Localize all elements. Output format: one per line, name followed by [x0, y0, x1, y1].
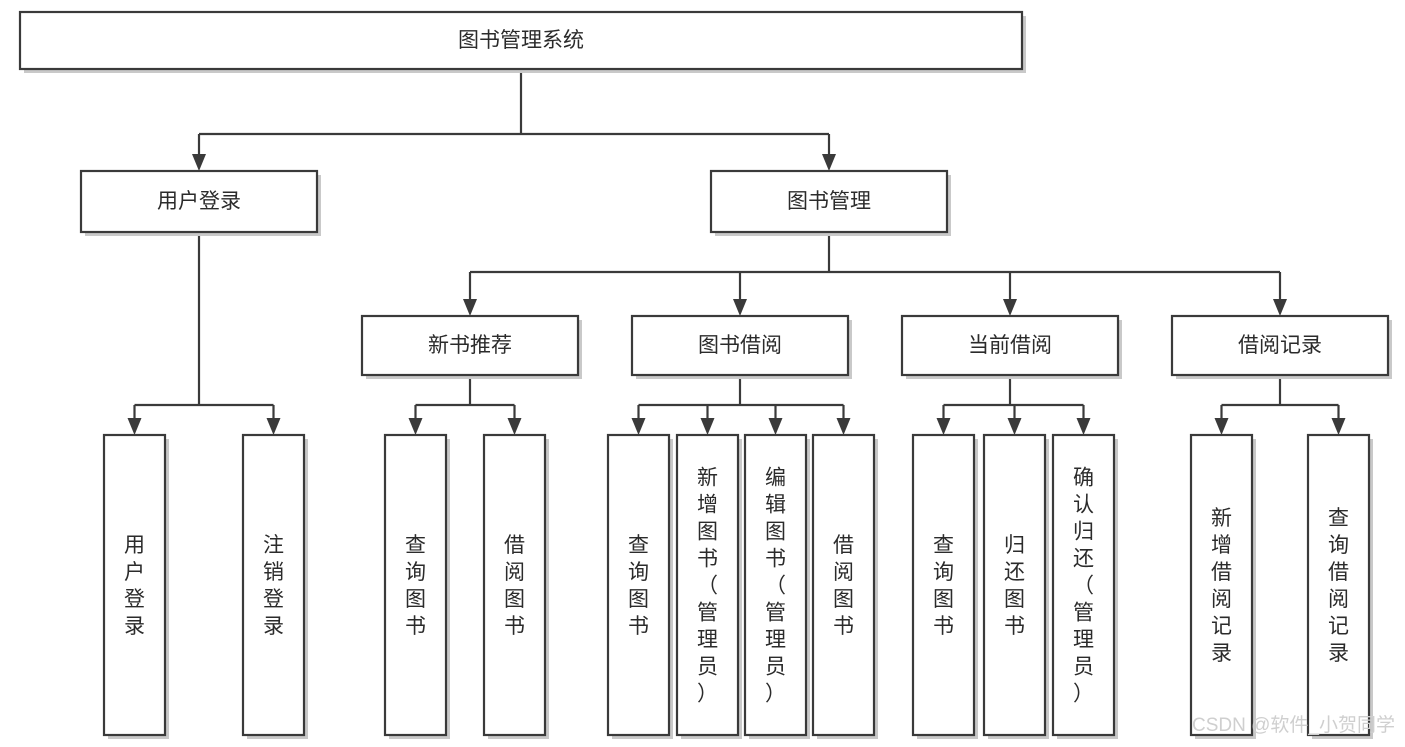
node-rect[interactable]: [606, 433, 671, 737]
node-leaf-add-book-admin[interactable]: 新增图书（管理员）: [675, 433, 742, 739]
arrow-head-icon: [266, 418, 281, 435]
arrow-head-icon: [836, 418, 851, 435]
arrow-head-icon: [822, 154, 836, 171]
arrow-head-icon: [1273, 299, 1287, 316]
node-book-borrow[interactable]: 图书借阅: [630, 314, 852, 379]
node-leaf-borrow-books-new[interactable]: 借阅图书: [482, 433, 549, 739]
node-book-management[interactable]: 图书管理: [709, 169, 951, 236]
node-label: 借阅图书: [504, 534, 525, 638]
node-leaf-query-books-new[interactable]: 查询图书: [383, 433, 450, 739]
node-rect[interactable]: [482, 433, 547, 737]
node-leaf-query-books-current[interactable]: 查询图书: [911, 433, 978, 739]
node-rect[interactable]: [241, 433, 306, 737]
node-leaf-confirm-return-admin[interactable]: 确认归还（管理员）: [1051, 433, 1118, 739]
node-rect[interactable]: [360, 314, 580, 377]
node-rect[interactable]: [911, 433, 976, 737]
node-leaf-add-borrow-record[interactable]: 新增借阅记录: [1189, 433, 1256, 739]
arrow-head-icon: [192, 154, 206, 171]
csdn-watermark: CSDN @软件_小贺同学: [1192, 714, 1395, 736]
arrow-head-icon: [1214, 418, 1229, 435]
node-label: 图书借阅: [698, 334, 782, 357]
node-borrow-record[interactable]: 借阅记录: [1170, 314, 1392, 379]
node-leaf-user-login[interactable]: 用户登录: [102, 433, 169, 739]
node-label: 图书管理系统: [458, 29, 584, 52]
node-root[interactable]: 图书管理系统: [18, 10, 1026, 73]
node-rect[interactable]: [79, 169, 319, 234]
node-rect[interactable]: [675, 433, 740, 737]
node-rect[interactable]: [102, 433, 167, 737]
node-leaf-edit-book-admin[interactable]: 编辑图书（管理员）: [743, 433, 810, 739]
arrow-head-icon: [1331, 418, 1346, 435]
node-leaf-return-books[interactable]: 归还图书: [982, 433, 1049, 739]
arrow-head-icon: [631, 418, 646, 435]
node-label: 用户登录: [124, 534, 145, 638]
arrow-head-icon: [768, 418, 783, 435]
node-rect[interactable]: [1051, 433, 1116, 737]
node-label: 编辑图书（管理员）: [765, 467, 786, 706]
node-user-login[interactable]: 用户登录: [79, 169, 321, 236]
node-label: 借阅记录: [1238, 334, 1322, 357]
node-label: 注销登录: [263, 534, 284, 638]
connector-layer: [127, 69, 1346, 435]
node-rect[interactable]: [1170, 314, 1390, 377]
node-label: 用户登录: [157, 190, 241, 213]
arrow-head-icon: [1003, 299, 1017, 316]
arrow-head-icon: [1076, 418, 1091, 435]
node-layer: 图书管理系统用户登录图书管理新书推荐图书借阅当前借阅借阅记录用户登录注销登录查询…: [18, 10, 1392, 739]
node-rect[interactable]: [1306, 433, 1371, 737]
arrow-head-icon: [733, 299, 747, 316]
node-rect[interactable]: [982, 433, 1047, 737]
node-label: 查询借阅记录: [1328, 507, 1349, 665]
node-rect[interactable]: [18, 10, 1024, 71]
node-label: 当前借阅: [968, 334, 1052, 357]
node-current-borrow[interactable]: 当前借阅: [900, 314, 1122, 379]
node-rect[interactable]: [709, 169, 949, 234]
node-label: 查询图书: [628, 534, 649, 638]
node-label: 新增图书（管理员）: [697, 467, 718, 706]
node-leaf-query-borrow-record[interactable]: 查询借阅记录: [1306, 433, 1373, 739]
arrow-head-icon: [408, 418, 423, 435]
arrow-head-icon: [1007, 418, 1022, 435]
node-label: 图书管理: [787, 190, 871, 213]
node-rect[interactable]: [1189, 433, 1254, 737]
node-label: 确认归还（管理员）: [1073, 467, 1094, 706]
node-label: 新书推荐: [428, 334, 512, 357]
node-leaf-borrow-books[interactable]: 借阅图书: [811, 433, 878, 739]
node-rect[interactable]: [383, 433, 448, 737]
arrow-head-icon: [507, 418, 522, 435]
arrow-head-icon: [700, 418, 715, 435]
node-new-book-recommend[interactable]: 新书推荐: [360, 314, 582, 379]
node-leaf-query-books-borrow[interactable]: 查询图书: [606, 433, 673, 739]
node-rect[interactable]: [630, 314, 850, 377]
node-rect[interactable]: [811, 433, 876, 737]
node-label: 借阅图书: [833, 534, 854, 638]
node-label: 查询图书: [933, 534, 954, 638]
arrow-head-icon: [127, 418, 142, 435]
node-label: 归还图书: [1004, 534, 1025, 638]
node-rect[interactable]: [743, 433, 808, 737]
node-label: 查询图书: [405, 534, 426, 638]
node-rect[interactable]: [900, 314, 1120, 377]
arrow-head-icon: [936, 418, 951, 435]
arrow-head-icon: [463, 299, 477, 316]
node-leaf-logout[interactable]: 注销登录: [241, 433, 308, 739]
node-label: 新增借阅记录: [1211, 507, 1232, 665]
